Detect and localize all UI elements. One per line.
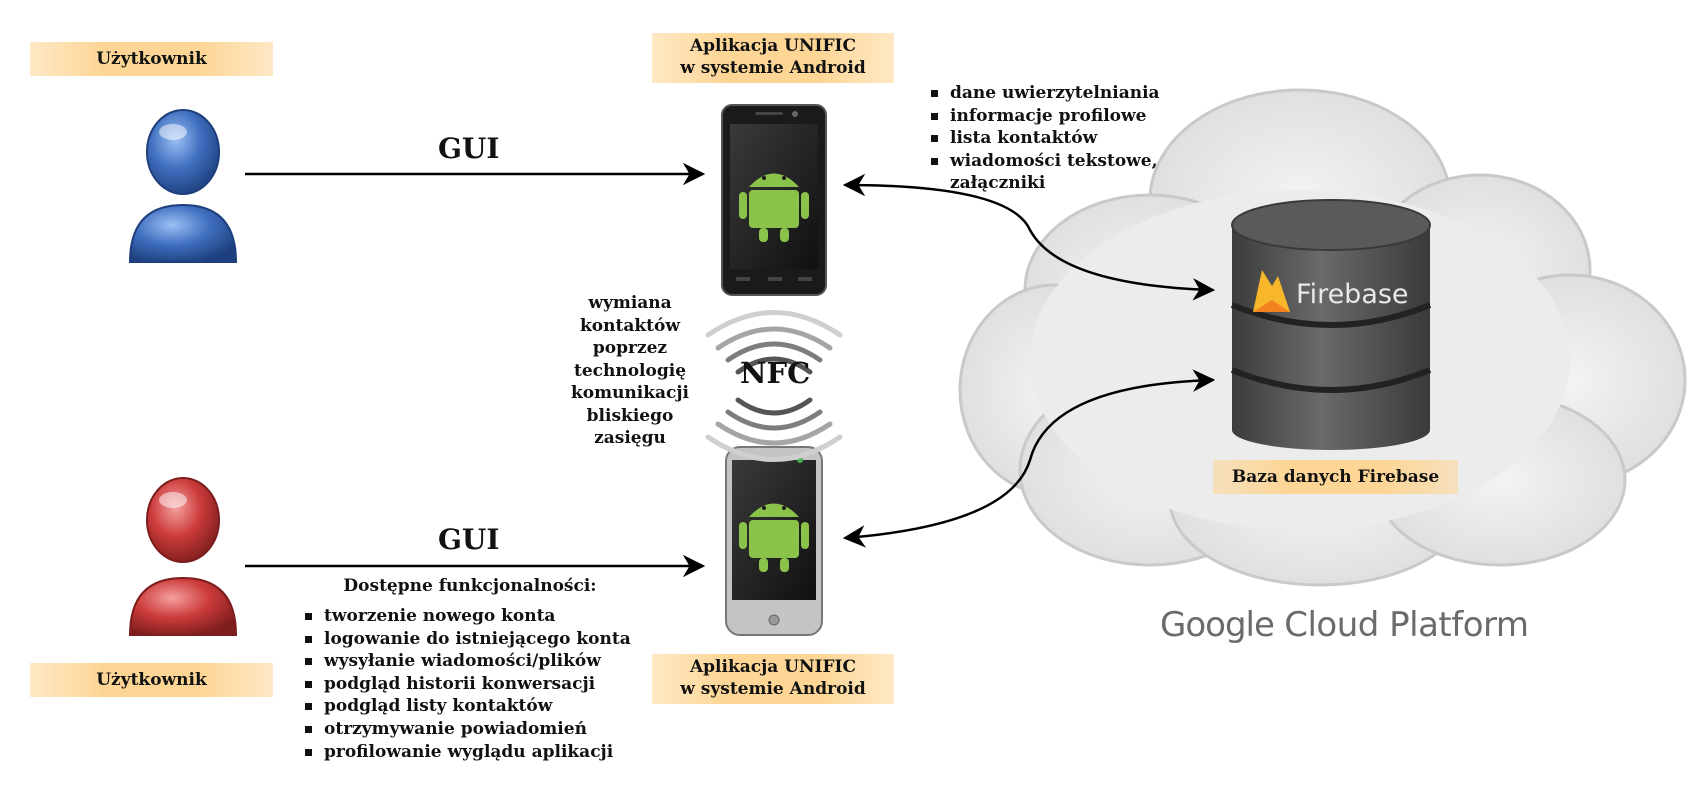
nfc-desc-line: kontaktów	[580, 315, 680, 336]
sync-arrow-bottom	[842, 369, 1216, 548]
user-bottom-icon	[128, 477, 238, 636]
app-bottom-label: Aplikacja UNIFIC w systemie Android	[652, 654, 894, 704]
app-top-line2: w systemie Android	[680, 58, 866, 78]
nfc-desc-line: bliskiego	[586, 405, 674, 426]
sync-arrow-top	[842, 173, 1216, 301]
sync-item-continuation: załączniki	[950, 173, 1046, 194]
feature-item: wysyłanie wiadomości/plików	[302, 650, 642, 673]
sync-item: dane uwierzytelniania	[928, 82, 1188, 105]
database-icon	[1230, 199, 1432, 450]
android-top-icon	[739, 173, 809, 242]
nfc-label: NFC	[740, 356, 811, 390]
sync-item: lista kontaktów	[928, 127, 1188, 150]
features-title: Dostępne funkcjonalności:	[343, 576, 597, 596]
sync-item: informacje profilowe	[928, 105, 1188, 128]
feature-item: profilowanie wyglądu aplikacji	[302, 741, 642, 764]
android-bottom-icon	[739, 503, 809, 572]
feature-item: podgląd historii konwersacji	[302, 673, 642, 696]
app-bottom-line2: w systemie Android	[680, 679, 866, 699]
feature-item: otrzymywanie powiadomień	[302, 718, 642, 741]
app-top-label: Aplikacja UNIFIC w systemie Android	[652, 33, 894, 83]
nfc-description: wymiana kontaktów poprzez technologię ko…	[565, 292, 695, 450]
user-top-icon	[128, 109, 238, 263]
features-list: tworzenie nowego konta logowanie do istn…	[302, 605, 642, 763]
database-label: Baza danych Firebase	[1213, 460, 1458, 494]
firebase-flame-icon	[1253, 270, 1290, 312]
google-cloud-platform-logo: Google Cloud Platform	[1160, 605, 1529, 645]
user-top-label: Użytkownik	[30, 42, 273, 76]
nfc-desc-line: poprzez	[592, 338, 668, 358]
gui-label-bottom: GUI	[438, 523, 500, 556]
feature-item: tworzenie nowego konta	[302, 605, 642, 628]
app-top-line1: Aplikacja UNIFIC	[689, 36, 857, 56]
firebase-logo-text: Firebase	[1296, 279, 1409, 310]
gui-label-top: GUI	[438, 132, 500, 165]
feature-item: podgląd listy kontaktów	[302, 695, 642, 718]
feature-item: logowanie do istniejącego konta	[302, 628, 642, 651]
nfc-desc-line: zasięgu	[594, 428, 666, 448]
google-wordmark: Google	[1160, 605, 1275, 645]
cloud-platform-wordmark: Cloud Platform	[1284, 605, 1529, 645]
sync-items-list: dane uwierzytelniania informacje profilo…	[928, 82, 1188, 195]
sync-item: wiadomości tekstowe,	[928, 150, 1188, 173]
nfc-waves-icon	[705, 310, 843, 462]
user-bottom-label: Użytkownik	[30, 663, 273, 697]
nfc-desc-line: komunikacji	[570, 383, 690, 403]
nfc-desc-line: technologię	[573, 360, 687, 381]
nfc-desc-line: wymiana	[588, 293, 672, 313]
app-bottom-line1: Aplikacja UNIFIC	[689, 657, 857, 677]
